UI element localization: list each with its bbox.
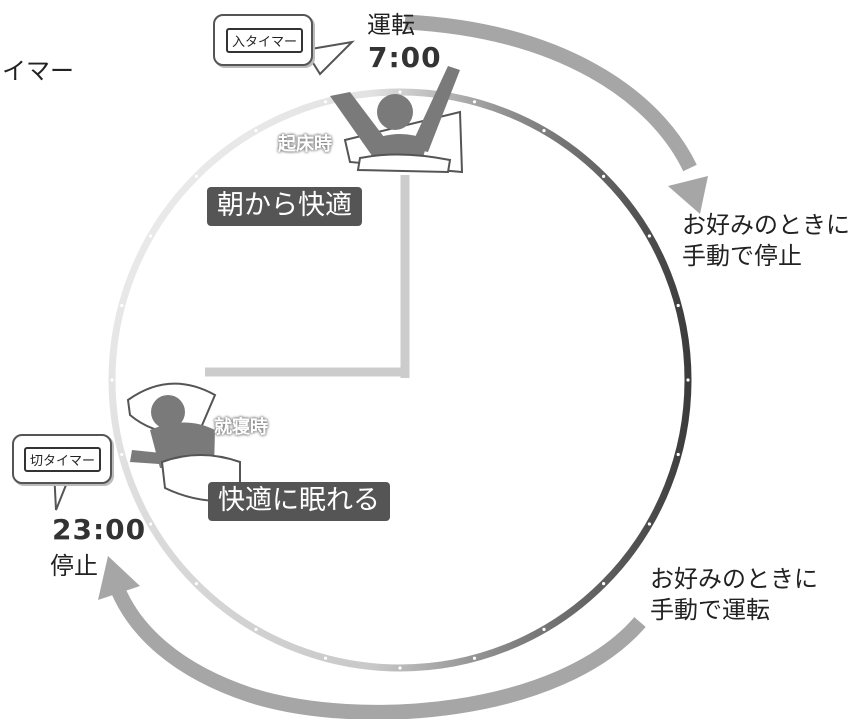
clock-ring-shade [108, 88, 692, 672]
wake-up-figure-illustration [330, 66, 464, 174]
arrow-bottom-left [111, 586, 646, 719]
start-action-label: 運転 [367, 11, 415, 39]
start-time: 7:00 [368, 41, 442, 74]
tick-dot [149, 522, 153, 526]
tick-dot [676, 303, 680, 308]
arrow-top-right [404, 14, 697, 172]
start-timer-label: 入タイマー [226, 28, 304, 53]
header-left-text: イマー [2, 57, 74, 85]
arrow-bottom-left-head [98, 556, 140, 600]
tick-dot [323, 100, 328, 104]
start-timer-bubble: 入タイマー [213, 14, 313, 66]
start-note-line2: 手動で停止 [682, 242, 802, 270]
tick-dot [398, 90, 402, 94]
tick-dot [110, 378, 114, 382]
tick-dot [398, 666, 402, 670]
stop-message-badge: 快適に眠れる [208, 482, 390, 522]
start-message-badge: 朝から快適 [207, 187, 362, 227]
stop-note-line2: 手動で運転 [650, 596, 770, 624]
tick-dot [254, 627, 258, 632]
tick-dot [602, 582, 606, 586]
tick-dot [676, 452, 680, 457]
tick-dot [472, 656, 477, 660]
tick-dot [254, 129, 258, 133]
tick-dot [120, 303, 124, 308]
tick-dot [542, 129, 546, 133]
stop-timer-bubble: 切タイマー [12, 434, 112, 484]
tick-dot [194, 174, 198, 178]
start-note-line1: お好みのときに [682, 211, 850, 239]
stop-timer-label: 切タイマー [24, 447, 102, 472]
tick-dot [120, 452, 124, 457]
tick-dot [472, 100, 477, 104]
stop-note-line1: お好みのときに [650, 565, 818, 593]
tick-dot [647, 522, 652, 526]
stop-action-label: 停止 [50, 552, 98, 580]
clock-ticks [110, 90, 690, 670]
tick-dot [323, 656, 328, 660]
stop-time: 23:00 [52, 513, 147, 546]
sleeping-figure-illustration [126, 382, 241, 503]
tick-dot [149, 234, 153, 238]
wake-up-tag: 起床時 [278, 134, 332, 155]
tick-dot [194, 582, 198, 586]
tick-dot [686, 378, 690, 382]
sleep-tag: 就寝時 [214, 417, 268, 438]
tick-dot [647, 234, 652, 238]
start-bubble-tail [303, 40, 355, 76]
tick-dot [542, 627, 546, 632]
tick-dot [602, 174, 606, 178]
arrow-top-right-head [668, 176, 708, 214]
